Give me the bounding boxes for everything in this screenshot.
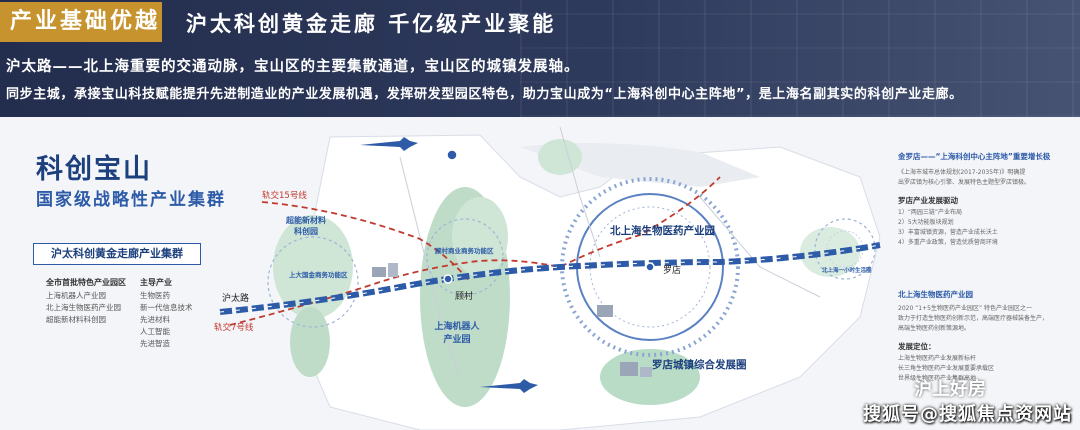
gucun-zone-label: 顾村商业商务功能区 bbox=[435, 247, 494, 255]
superconduct-park-label: 超能新材料 科创园 bbox=[286, 216, 326, 236]
side-text: 1）“两园三链”产业布局 bbox=[898, 209, 963, 216]
side-text: 上海生物医药产业发展新标杆 bbox=[898, 355, 977, 362]
header-banner: 产业基础优越 沪太科创黄金走廊 千亿级产业聚能 沪太路——北上海重要的交通动脉，… bbox=[0, 0, 1080, 117]
page-title: 沪太科创黄金走廊 千亿级产业聚能 bbox=[186, 12, 557, 36]
luodian-circle-label: 罗店城镇综合发展圈 bbox=[652, 359, 747, 371]
shangda-zone-label: 上大国金商务功能区 bbox=[289, 271, 348, 279]
intro-line-1: 沪太路——北上海重要的交通动脉，宝山区的主要集散通道，宝山区的城镇发展轴。 bbox=[6, 59, 580, 75]
industry-item: 先进智造 bbox=[140, 339, 170, 348]
gucun-label: 顾村 bbox=[455, 292, 474, 302]
side-text: 世界级生物医药产业集群高地 bbox=[898, 375, 977, 382]
map-title: 科创宝山 bbox=[36, 154, 152, 185]
map-graphics bbox=[0, 117, 1080, 430]
industry-map: 科创宝山 国家级战略性产业集群 沪太科创黄金走廊产业集群 全市首批特色产业园区 … bbox=[0, 117, 1080, 430]
cluster-label-box: 沪太科创黄金走廊产业集群 bbox=[33, 243, 201, 265]
industry-item: 生物医药 bbox=[140, 291, 170, 300]
title-badge: 产业基础优越 bbox=[0, 2, 162, 42]
side-text: 《上海市城市总体规划(2017-2035年)》明确提 bbox=[898, 169, 1026, 176]
park-item: 超能新材料科创园 bbox=[46, 315, 106, 324]
industry-item: 新一代信息技术 bbox=[140, 303, 193, 312]
side-text: 致力于打造生物医药创新示范，高端医疗器械装备生产， bbox=[898, 315, 1049, 322]
industry-item: 人工智能 bbox=[140, 327, 170, 336]
side-heading-4: 发展定位： bbox=[898, 342, 936, 351]
industries-header: 主导产业 bbox=[140, 278, 172, 287]
luodian-label: 罗店 bbox=[663, 266, 682, 276]
parks-header: 全市首批特色产业园区 bbox=[46, 278, 126, 287]
hutai-road-label: 沪太路 bbox=[222, 294, 250, 304]
side-text: 3）丰富城镇资源，营造产业成长沃土 bbox=[898, 229, 998, 236]
rail-line-15-label: 轨交15号线 bbox=[262, 191, 307, 201]
side-text: 高端生物医药创新策源地。 bbox=[898, 325, 971, 332]
side-heading-2: 罗店产业发展驱动 bbox=[898, 196, 958, 205]
robot-park-label: 上海机器人 产业园 bbox=[434, 322, 480, 345]
side-heading-1: 金罗店——“上海科创中心主阵地”重要增长极 bbox=[898, 152, 1051, 161]
side-text: 2）5大功能板块规划 bbox=[898, 219, 954, 226]
side-text: 2020 “1+5生物医药产业园区” 特色产业园区之一 bbox=[898, 305, 1032, 312]
park-item: 上海机器人产业园 bbox=[46, 291, 106, 300]
brand-watermark: 沪上好房 bbox=[914, 379, 986, 400]
bio-park-label: 北上海生物医药产业园 bbox=[610, 225, 715, 237]
north-circle-label: 北上海一小时生活圈 bbox=[822, 268, 872, 274]
industry-item: 先进材料 bbox=[140, 315, 170, 324]
side-heading-3: 北上海生物医药产业园 bbox=[898, 290, 973, 299]
sohu-watermark: 搜狐号@搜狐焦点资网站 bbox=[863, 404, 1072, 425]
rail-line-7-label: 轨交7号线 bbox=[214, 323, 254, 333]
side-text: 长三角生物医药产业发展重要承载区 bbox=[898, 365, 995, 372]
side-text: 4）多重产业政策，营造优质营商环境 bbox=[898, 239, 998, 246]
intro-line-2: 同步主城，承接宝山科技赋能提升先进制造业的产业发展机遇，发挥研发型园区特色，助力… bbox=[6, 87, 963, 102]
park-item: 北上海生物医药产业园 bbox=[46, 303, 121, 312]
side-text: 出罗店镇为核心引擎、发展特色主题型罗店镇极。 bbox=[898, 179, 1031, 186]
map-subtitle: 国家级战略性产业集群 bbox=[36, 190, 226, 210]
